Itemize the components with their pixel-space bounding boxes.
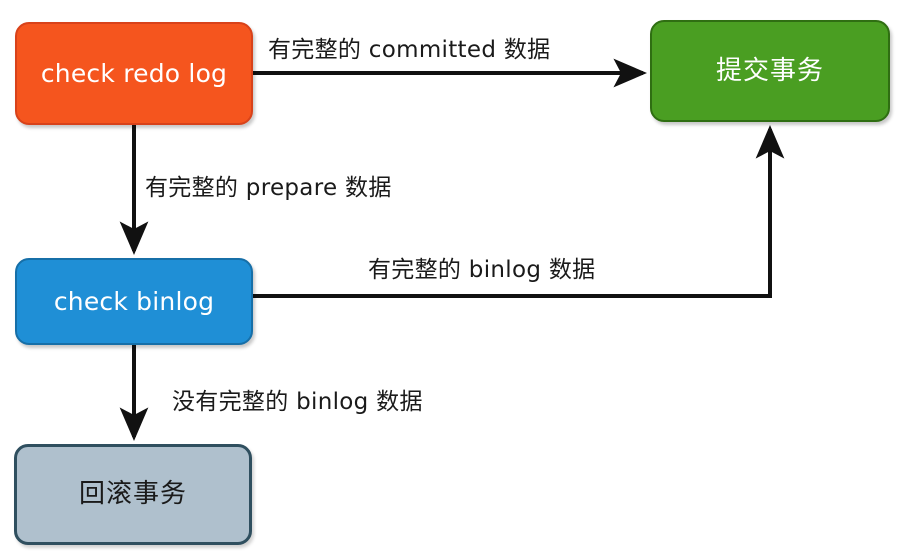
edge-label-binlog-to-rollback: 没有完整的 binlog 数据 (172, 389, 423, 415)
node-check-redo-log[interactable]: check redo log (15, 22, 253, 125)
node-commit-transaction[interactable]: 提交事务 (650, 20, 890, 122)
edge-label-binlog-to-commit: 有完整的 binlog 数据 (368, 257, 596, 283)
node-label: 回滚事务 (78, 479, 187, 510)
node-label: check redo log (40, 58, 228, 88)
node-label: 提交事务 (715, 55, 824, 86)
node-label: check binlog (53, 286, 215, 316)
edge-label-redo-to-binlog: 有完整的 prepare 数据 (145, 175, 392, 201)
node-rollback-transaction[interactable]: 回滚事务 (14, 444, 252, 545)
node-check-binlog[interactable]: check binlog (15, 258, 253, 345)
edge-label-redo-to-commit: 有完整的 committed 数据 (268, 37, 551, 63)
